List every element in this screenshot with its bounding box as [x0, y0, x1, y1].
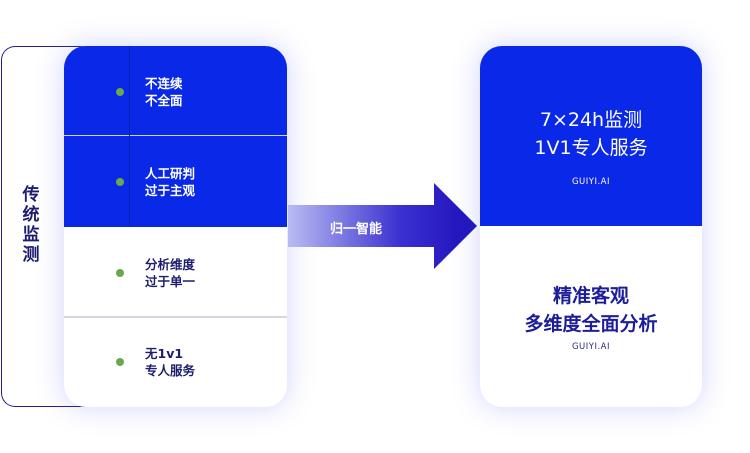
item-line1: 无1v1	[145, 346, 184, 361]
bullet-dot-icon	[116, 358, 124, 366]
list-item: 分析维度过于单一	[64, 227, 287, 318]
unified-intelligence-label: 归一智能	[330, 222, 383, 237]
list-item: 人工研判过于主观	[64, 136, 287, 227]
headline-line1: 精准客观	[552, 285, 629, 307]
divider	[129, 46, 130, 227]
traditional-monitoring-label: 传统监测	[22, 185, 40, 265]
divider	[64, 135, 287, 137]
list-item: 无1v1 专人服务	[64, 317, 287, 407]
guiyi-card-top: 7×24h监测 1V1专人服务 GUIYI.AI	[480, 46, 702, 226]
traditional-card: 不连续不全面 人工研判过于主观 分析维度过于单一 无1v1 专人服务	[64, 46, 287, 407]
item-line2: 专人服务	[145, 363, 196, 378]
headline-line1: 7×24h监测	[539, 109, 643, 131]
item-line1: 分析维度	[145, 256, 196, 272]
list-item: 不连续不全面	[64, 46, 287, 137]
headline-line2: 多维度全面分析	[524, 313, 658, 335]
item-line1: 人工研判	[145, 165, 196, 181]
guiyi-card: 7×24h监测 1V1专人服务 GUIYI.AI 精准客观多维度全面分析 GUIY…	[480, 46, 702, 407]
divider	[64, 316, 287, 318]
brand-label: GUIYI.AI	[571, 177, 611, 187]
brand-label: GUIYI.AI	[571, 342, 611, 352]
item-line2: 过于主观	[145, 182, 196, 198]
bullet-dot-icon	[116, 87, 124, 96]
arrow-right-icon	[288, 183, 477, 269]
bullet-dot-icon	[116, 268, 124, 277]
item-line2: 不全面	[145, 92, 183, 108]
headline-line2: 1V1专人服务	[534, 137, 648, 159]
item-line2: 过于单一	[145, 273, 196, 289]
guiyi-card-bottom: 精准客观多维度全面分析 GUIYI.AI	[480, 226, 702, 407]
item-line1: 不连续	[145, 75, 183, 91]
bullet-dot-icon	[116, 177, 124, 186]
